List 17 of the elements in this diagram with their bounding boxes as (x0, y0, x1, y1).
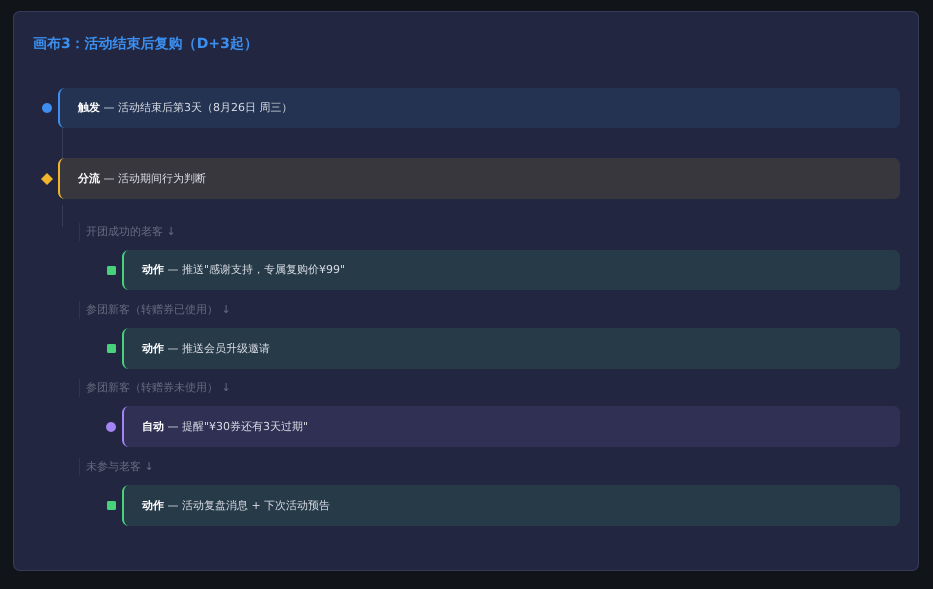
step-text: 分流 — 活动期间行为判断 (78, 170, 206, 186)
step-text: 触发 — 活动结束后第3天（8月26日 周三） (78, 100, 292, 116)
step-text: 动作 — 推送"感谢支持，专属复购价¥99" (142, 262, 346, 278)
branch-condition-label: 参团新客（转赠券未使用） ↓ (79, 379, 231, 397)
step-card (122, 250, 900, 290)
step-card (58, 158, 900, 199)
step-card (122, 328, 900, 369)
step-text: 动作 — 推送会员升级邀请 (142, 340, 270, 356)
diagram-title: 画布3：活动结束后复购（D+3起） (33, 35, 258, 54)
step-card (122, 485, 900, 526)
step-card (58, 88, 900, 128)
branch-condition-label: 未参与老客 ↓ (79, 458, 154, 476)
branch-condition-label: 参团新客（转赠券已使用） ↓ (79, 301, 231, 319)
step-card (122, 406, 900, 447)
step-text: 动作 — 活动复盘消息 + 下次活动预告 (142, 498, 330, 514)
branch-condition-label: 开团成功的老客 ↓ (79, 223, 176, 241)
step-text: 自动 — 提醒"¥30券还有3天过期" (142, 418, 308, 434)
